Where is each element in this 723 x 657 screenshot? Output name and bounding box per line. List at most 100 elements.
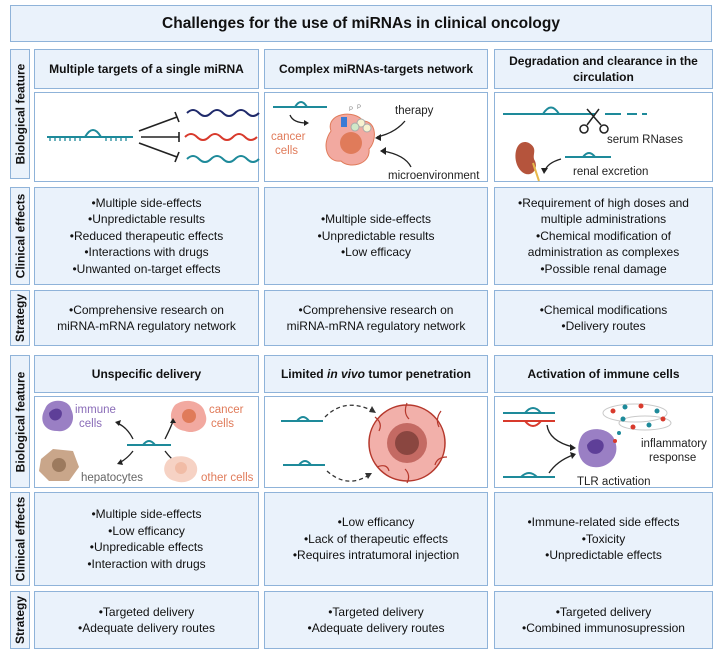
cytokine-swirl-icon [602,403,672,443]
list-item: •Requires intratumoral injection [292,548,460,563]
mrna-navy-icon [186,109,260,117]
inhibition-arrows-icon [138,111,180,163]
strategy-immune-activation: •Targeted delivery •Combined immunosupre… [494,591,713,649]
degradation-diagram: serum RNases renal excretion [503,106,683,182]
strategy-degradation: •Chemical modifications •Delivery routes [494,290,713,346]
illustration-complex-network: P P cancer cells therapy microenvironmen… [264,92,488,182]
mirna-icon [127,440,171,446]
header-immune-activation: Activation of immune cells [494,355,713,393]
mirna-icon [503,472,555,478]
mirna-icon-small [565,152,611,158]
list-item: •Delivery routes [561,319,646,333]
kidney-icon [515,142,540,182]
receptor-icon: P P [341,105,372,133]
strategy-limited-penetration: •Targeted delivery •Adequate delivery ro… [264,591,488,649]
strategy-complex-network: •Comprehensive research on miRNA-mRNA re… [264,290,488,346]
label-renal-excretion: renal excretion [573,166,648,178]
clinical-multiple-targets: •Multiple side-effects •Unpredictable re… [34,187,259,285]
row-label-clinical-bottom: Clinical effects [10,492,30,586]
list-item: multiple administrations [540,212,667,227]
mirna-icon [273,101,327,108]
list-item: •Multiple side-effects [320,212,432,227]
header-multiple-targets: Multiple targets of a single miRNA [34,49,259,89]
row-label-biological-top: Biological feature [10,49,30,179]
label-inflammatory-2: response [649,452,696,464]
list-item: •Adequate delivery routes [307,621,445,635]
list-item: •Lack of therapeutic effects [303,531,449,546]
header-complex-network: Complex miRNAs-targets network [264,49,488,89]
immune-cell-icon [42,400,74,432]
list-item: •Unpredicable effects [89,540,204,554]
list-item: •Unpredictable results [317,228,435,243]
list-item: •Reduced therapeutic effects [69,228,224,243]
list-item: •Multiple side-effects [91,195,202,210]
strategy-multiple-targets: •Comprehensive research on miRNA-mRNA re… [34,290,259,346]
unspecific-delivery-diagram: immune cells cancer cells hepatocytes [39,400,254,484]
label-therapy: therapy [395,105,434,117]
label-inflammatory-1: inflammatory [641,438,707,450]
header-limited-penetration: Limited in vivo tumor penetration [264,355,488,393]
dsrna-icon [503,407,555,427]
list-item: •Interaction with drugs [87,556,206,571]
row-label-clinical-top: Clinical effects [10,187,30,285]
list-item: •Targeted delivery [328,604,424,619]
immune-cell-icon [578,429,617,468]
hepatocyte-icon [39,449,79,481]
label-serum-rnases: serum RNases [607,134,683,146]
scissors-icon [579,108,609,134]
label-immune-cells-2: cells [79,418,102,430]
row-label-strategy-bottom: Strategy [10,591,30,649]
label-other-cells: other cells [201,472,254,484]
list-item: •Comprehensive research on [298,302,454,317]
mirna-icon-upper [281,416,323,422]
list-item: •Targeted delivery [98,604,195,619]
illustration-immune-activation: inflammatory response TLR activation [494,396,713,488]
illustration-degradation: serum RNases renal excretion [494,92,713,182]
list-item: •Chemical modification of [536,228,671,243]
cancer-cell-icon [170,400,207,433]
illustration-unspecific-delivery: immune cells cancer cells hepatocytes [34,396,259,488]
list-item: miRNA-mRNA regulatory network [286,319,466,333]
list-item: •Low efficancy [337,515,415,530]
list-item: •Chemical modifications [539,302,668,317]
header-unspecific-delivery: Unspecific delivery [34,355,259,393]
label-tlr-activation: TLR activation [577,476,651,488]
clinical-unspecific-delivery: •Multiple side-effects •Low efficancy •U… [34,492,259,586]
list-item: administration as complexes [527,245,680,260]
other-cell-icon [164,456,198,483]
mirna-icon [503,106,647,115]
list-item: miRNA-mRNA regulatory network [57,319,236,333]
list-item: •Unpredictable results [88,212,205,227]
cancer-cell-icon [325,113,375,166]
svg-text:P: P [349,107,353,113]
list-item: •Targeted delivery [555,604,652,619]
row-label-strategy-top: Strategy [10,290,30,346]
list-item: •Interactions with drugs [84,245,209,260]
immune-activation-diagram: inflammatory response TLR activation [503,403,707,488]
list-item: •Low efficancy [108,523,185,538]
list-item: •Comprehensive research on [69,302,224,317]
mrna-teal-icon [186,155,260,163]
title-text: Challenges for the use of miRNAs in clin… [162,14,560,32]
limited-penetration-diagram [281,402,448,484]
label-cancer-cells-1: cancer [209,404,244,416]
list-item: •Combined immunosupression [522,621,685,635]
label-cancer-cells-2: cells [275,145,298,157]
list-item: •Immune-related side effects [527,515,680,530]
row-label-biological-bottom: Biological feature [10,355,30,488]
list-item: •Low efficacy [340,245,411,260]
complex-network-diagram: P P cancer cells therapy microenvironmen… [271,101,480,182]
svg-text:P: P [357,105,361,111]
figure-title: Challenges for the use of miRNAs in clin… [10,5,712,42]
label-immune-cells-1: immune [75,404,116,416]
list-item: •Unpredictable effects [545,548,662,563]
clinical-limited-penetration: •Low efficancy •Lack of therapeutic effe… [264,492,488,586]
illustration-limited-penetration [264,396,488,488]
tumor-icon [368,402,448,484]
list-item: •Multiple side-effects [91,507,202,521]
clinical-complex-network: •Multiple side-effects •Unpredictable re… [264,187,488,285]
list-item: •Possible renal damage [540,261,667,276]
list-item: •Unwanted on-target effects [72,261,221,276]
mirna-icon-lower [283,460,325,466]
